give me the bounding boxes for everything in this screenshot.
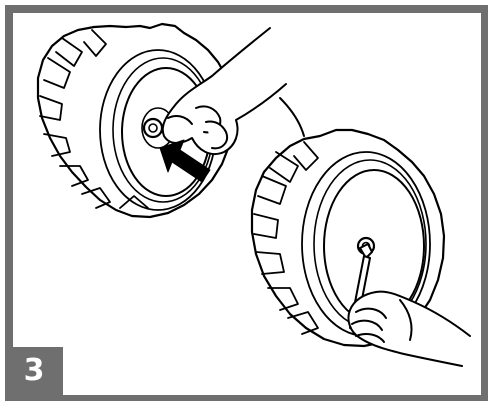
hand-bottom bbox=[348, 292, 470, 366]
step-number: 3 bbox=[24, 353, 45, 388]
step-number-badge: 3 bbox=[5, 347, 63, 395]
